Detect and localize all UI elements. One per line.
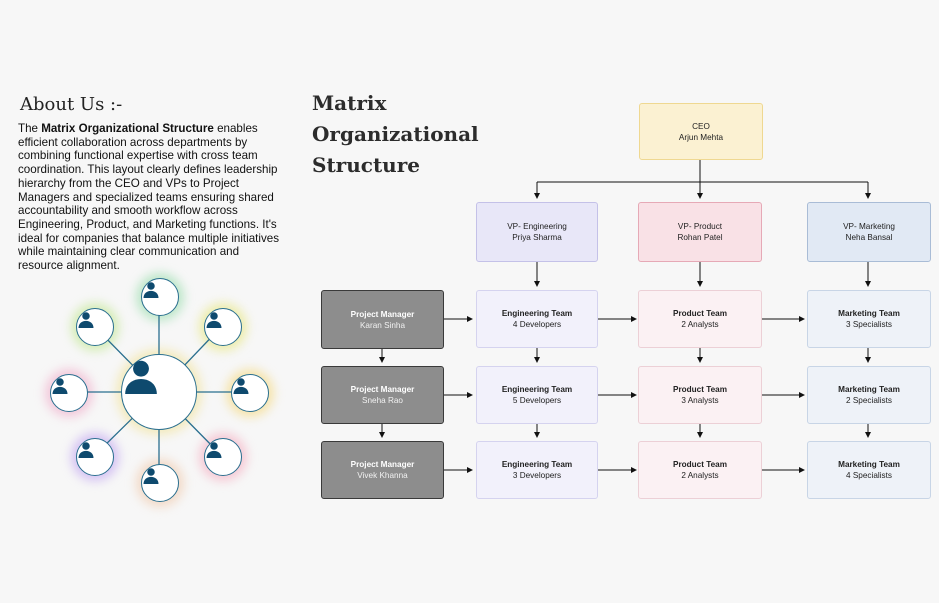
person-icon: [143, 468, 159, 484]
project-manager-box[interactable]: Project Manager Karan Sinha: [321, 290, 444, 349]
pm-name: Vivek Khanna: [357, 471, 408, 480]
team-name: Marketing Team: [838, 460, 900, 469]
team-size: 4 Developers: [512, 320, 562, 329]
team-size: 2 Analysts: [681, 471, 719, 480]
diagram-title: Matrix Organizational Structure: [312, 88, 479, 181]
pm-role: Project Manager: [350, 460, 415, 469]
vp-name: Neha Bansal: [845, 233, 893, 242]
person-icon: [125, 360, 157, 394]
team-size: 2 Analysts: [681, 320, 719, 329]
product-team-box[interactable]: Product Team 2 Analysts: [638, 290, 762, 348]
person-icon: [233, 378, 249, 394]
team-size: 3 Specialists: [846, 320, 892, 329]
team-size: 3 Developers: [512, 471, 562, 480]
team-name: Engineering Team: [501, 385, 573, 394]
vp-engineering-box[interactable]: VP- Engineering Priya Sharma: [476, 202, 598, 262]
marketing-team-box[interactable]: Marketing Team 2 Specialists: [807, 366, 931, 424]
vp-name: Priya Sharma: [512, 233, 562, 242]
title-line: Matrix: [312, 91, 387, 115]
vp-role: VP- Marketing: [843, 222, 895, 231]
ceo-box[interactable]: CEO Arjun Mehta: [639, 103, 763, 160]
ceo-role: CEO: [692, 121, 710, 131]
project-manager-box[interactable]: Project Manager Sneha Rao: [321, 366, 444, 424]
pm-role: Project Manager: [350, 309, 415, 319]
marketing-team-box[interactable]: Marketing Team 4 Specialists: [807, 441, 931, 499]
team-name: Engineering Team: [501, 309, 573, 318]
vp-role: VP- Product: [677, 222, 723, 231]
person-icon: [52, 378, 68, 394]
team-size: 5 Developers: [512, 396, 562, 405]
product-team-box[interactable]: Product Team 2 Analysts: [638, 441, 762, 499]
marketing-team-box[interactable]: Marketing Team 3 Specialists: [807, 290, 931, 348]
vp-product-box[interactable]: VP- Product Rohan Patel: [638, 202, 762, 262]
vp-role: VP- Engineering: [507, 222, 567, 231]
vp-name: Rohan Patel: [677, 233, 723, 242]
engineering-team-box[interactable]: Engineering Team 4 Developers: [476, 290, 598, 348]
person-icon: [206, 312, 222, 328]
team-name: Marketing Team: [838, 385, 900, 394]
team-name: Engineering Team: [501, 460, 573, 469]
person-icon: [78, 442, 94, 458]
about-description: The Matrix Organizational Structure enab…: [18, 122, 286, 273]
team-name: Product Team: [673, 385, 727, 394]
about-title: About Us :-: [20, 94, 123, 115]
pm-name: Sneha Rao: [362, 396, 403, 405]
network-hub-illustration: [34, 270, 284, 510]
about-highlight: Matrix Organizational Structure: [41, 122, 214, 135]
vp-marketing-box[interactable]: VP- Marketing Neha Bansal: [807, 202, 931, 262]
team-name: Product Team: [673, 309, 727, 318]
about-intro: The: [18, 122, 42, 135]
pm-role: Project Manager: [350, 385, 415, 394]
team-size: 4 Specialists: [846, 471, 892, 480]
team-size: 2 Specialists: [846, 396, 892, 405]
team-name: Marketing Team: [838, 309, 900, 318]
ceo-name: Arjun Mehta: [678, 132, 724, 142]
title-line: Organizational: [312, 122, 479, 146]
person-icon: [78, 312, 94, 328]
person-icon: [206, 442, 222, 458]
team-name: Product Team: [673, 460, 727, 469]
team-size: 3 Analysts: [681, 396, 719, 405]
about-body: enables efficient collaboration across d…: [18, 122, 280, 273]
engineering-team-box[interactable]: Engineering Team 3 Developers: [476, 441, 598, 499]
engineering-team-box[interactable]: Engineering Team 5 Developers: [476, 366, 598, 424]
product-team-box[interactable]: Product Team 3 Analysts: [638, 366, 762, 424]
project-manager-box[interactable]: Project Manager Vivek Khanna: [321, 441, 444, 499]
pm-name: Karan Sinha: [359, 320, 406, 330]
person-icon: [143, 282, 159, 298]
title-line: Structure: [312, 153, 420, 177]
